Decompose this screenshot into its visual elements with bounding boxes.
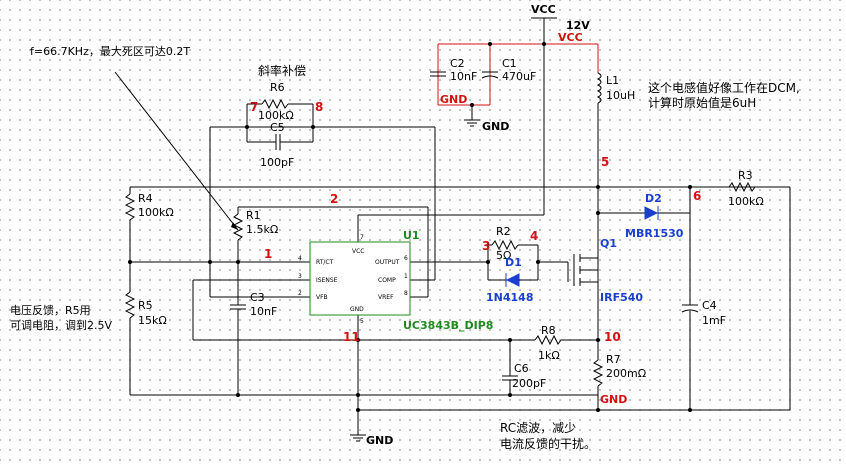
c6-value: 200pF [512,377,547,390]
ic-pin-isense: ISENSE [316,277,338,284]
d2-ref: D2 [645,192,662,205]
pin-number-5: 5 [360,318,364,325]
c3-ref: C3 [250,291,265,304]
pin-number-8: 8 [404,290,408,297]
slope-comp-note: 斜率补偿 [258,64,307,78]
ic-pin-gnd: GND [350,306,364,313]
d1-value: 1N4148 [486,291,534,304]
vcc-net-label: VCC [558,31,583,44]
c5-value: 100pF [260,156,295,169]
l1-ref: L1 [606,74,620,87]
c2-value: 10nF [450,70,478,83]
pin-number-2: 2 [298,290,302,297]
freq-note: f=66.7KHz，最大死区可达0.2T [30,45,191,58]
d1-ref: D1 [505,256,522,269]
u1-ref: U1 [403,229,420,242]
q1-ref: Q1 [600,237,618,250]
c4-value: 1mF [702,314,727,327]
ic-pin-vref: VREF [378,294,394,301]
net-10: 10 [604,330,621,344]
c1-ref: C1 [502,57,517,70]
net-8: 8 [315,100,324,114]
voltage-label: 12V [566,19,590,32]
c6-ref: C6 [514,362,529,375]
c4-ref: C4 [702,299,717,312]
q1-value: IRF540 [600,291,644,304]
r3-ref: R3 [738,169,753,182]
ic-pin-output: OUTPUT [375,259,400,266]
junctions [128,42,692,412]
pin-number-3: 3 [298,273,302,280]
ic-pin-comp: COMP [378,277,396,284]
c2-ref: C2 [450,57,465,70]
r1-ref: R1 [246,209,261,222]
r4-ref: R4 [138,192,153,205]
feedback-note-1: 电压反馈，R5用 [10,304,91,317]
l1-value: 10uH [606,89,636,102]
net-gnd-c2: GND [440,93,468,106]
c5-ref: C5 [270,121,285,134]
pin-number-6: 6 [404,255,408,262]
pin-number-7: 7 [360,234,364,241]
c3-value: 10nF [250,305,278,318]
net-1: 1 [264,247,273,261]
rc-note-1: RC滤波，减少 [500,421,577,435]
gnd-label-top: GND [482,120,510,133]
inductor-note-2: 计算时原始值是6uH [648,96,757,110]
r7-ref: R7 [606,353,621,366]
net-gnd-r7: GND [600,393,628,406]
ic-pin-vcc: VCC [352,248,365,255]
r6-ref: R6 [270,81,285,94]
net-2: 2 [330,192,339,206]
r8-value: 1kΩ [538,349,560,362]
r7-value: 200mΩ [606,367,647,380]
net-6: 6 [693,189,702,203]
r2-ref: R2 [496,225,511,238]
net-3: 3 [482,239,491,253]
ic-pin-rtct: RT/CT [316,259,334,266]
d2-value: MBR1530 [625,227,684,240]
pin-number-1: 1 [404,273,408,280]
vcc-label: VCC [531,3,556,16]
feedback-note-2: 可调电阻，调到2.5V [10,319,113,332]
net-5: 5 [601,155,610,169]
r3-value: 100kΩ [728,195,764,208]
inductor-note-1: 这个电感值好像工作在DCM, [648,81,800,95]
net-7: 7 [250,100,259,114]
ic-body [309,241,411,316]
net-4: 4 [530,229,539,243]
r2-value: 5Ω [496,249,512,262]
c1-value: 470uF [502,70,537,83]
r5-ref: R5 [138,299,153,312]
net-11: 11 [343,330,360,344]
vcc-net-wires [437,43,599,106]
r8-ref: R8 [541,324,556,337]
u1-value: UC3843B_DIP8 [403,319,494,332]
gnd-label-bottom: GND [366,434,394,447]
r5-value: 15kΩ [138,314,167,327]
r6-value: 100kΩ [258,109,294,122]
r4-value: 100kΩ [138,206,174,219]
pin-number-4: 4 [298,255,302,262]
rc-note-2: 电流反馈的干扰。 [500,437,597,451]
r1-value: 1.5kΩ [246,223,279,236]
ic-pin-vfb: VFB [316,294,328,301]
